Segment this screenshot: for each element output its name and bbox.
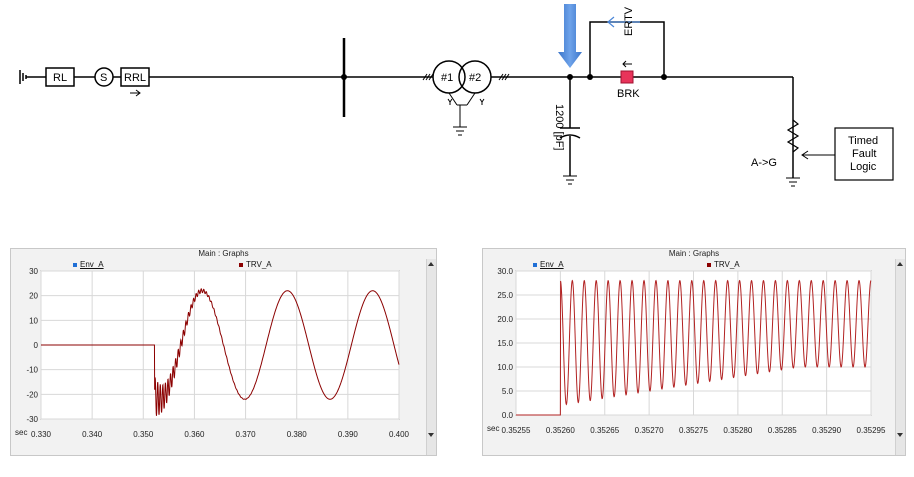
x-tick-label: 0.350	[133, 430, 154, 439]
x-tick-label: 0.330	[31, 430, 52, 439]
y-tick-label: 25.0	[497, 291, 513, 300]
winding1-label: #1	[441, 72, 453, 84]
winding2-label: #2	[469, 72, 481, 84]
fault-branch[interactable]	[786, 77, 835, 187]
x-tick-label: 0.35290	[812, 426, 841, 435]
x-tick-label: 0.35285	[768, 426, 797, 435]
breaker-arrow-icon	[622, 60, 632, 68]
fault-location-arrow-icon	[558, 4, 582, 68]
wye-marks	[447, 98, 485, 105]
x-tick-label: 0.380	[287, 430, 308, 439]
left-ground-symbol	[19, 70, 46, 84]
x-tick-label: 0.35295	[857, 426, 886, 435]
legend-swatch-trv	[707, 262, 711, 267]
x-tick-label: 0.400	[389, 430, 410, 439]
y-tick-label: -20	[26, 390, 38, 399]
ertv-label: ERTV	[623, 6, 635, 36]
scroll-down-icon[interactable]	[428, 433, 434, 437]
circuit-schematic: RL S RRL #1 #2 BRK ERTV 1200 [pF] A->G T…	[19, 4, 894, 187]
x-tick-label: 0.35275	[679, 426, 708, 435]
scroll-up-icon[interactable]	[897, 262, 903, 266]
y-tick-label: 0.0	[502, 411, 514, 420]
legend-env-label: Env_A	[540, 260, 564, 269]
legend-trv[interactable]: TRV_A	[239, 259, 272, 270]
legend-trv[interactable]: TRV_A	[707, 259, 740, 270]
graph-title: Main : Graphs	[198, 249, 249, 258]
capacitor-branch[interactable]	[559, 77, 581, 185]
graph-title: Main : Graphs	[668, 249, 720, 258]
x-tick-label: 0.35260	[546, 426, 575, 435]
x-tick-label: 0.390	[338, 430, 359, 439]
logic-line-2: Fault	[852, 148, 876, 160]
y-tick-label: 20	[29, 292, 38, 301]
graph-plot-right: 0.35255 0.35260 0.35265 0.35270 0.35275 0.352…	[487, 267, 886, 435]
x-axis-label: sec	[487, 424, 499, 433]
y-tick-label: 15.0	[497, 339, 513, 348]
x-tick-label: 0.360	[184, 430, 205, 439]
rrl-label: RRL	[124, 72, 146, 84]
series-line-trv-a	[41, 288, 400, 416]
legend-trv-label: TRV_A	[714, 260, 740, 269]
legend-env-label: Env_A	[80, 260, 104, 269]
y-tick-label: 10	[29, 316, 38, 325]
x-tick-label: 0.370	[236, 430, 257, 439]
y-tick-label: 20.0	[497, 315, 513, 324]
x-tick-label: 0.35280	[723, 426, 752, 435]
legend-trv-label: TRV_A	[246, 260, 272, 269]
three-phase-marks	[422, 73, 510, 81]
scroll-up-icon[interactable]	[428, 262, 434, 266]
graph-plot-left: 0.330 0.340 0.350 0.360 0.370 0.380 0.390 0.400…	[15, 267, 410, 439]
x-tick-label: 0.35265	[590, 426, 619, 435]
y-tick-label: 5.0	[502, 387, 514, 396]
legend-env[interactable]: Env_A	[533, 259, 564, 270]
x-axis-label: sec	[15, 428, 27, 437]
breaker-brk[interactable]	[620, 70, 634, 84]
y-tick-label: 30.0	[497, 267, 513, 276]
legend-swatch-env	[73, 262, 77, 267]
ertv-arrow-icon	[607, 16, 640, 28]
logic-line-1: Timed	[848, 135, 878, 147]
y-tick-label: -10	[26, 366, 38, 375]
legend-env[interactable]: Env_A	[73, 259, 104, 270]
fault-label: A->G	[751, 157, 777, 169]
graph-panel-left: Main : Graphs Env_A TRV_A 0.330 0.340 0.35…	[10, 248, 437, 456]
graph-scrollbar[interactable]	[426, 259, 436, 455]
node-dots	[341, 74, 667, 80]
graph-panel-right: Main : Graphs Env_A TRV_A 0.35255 0.35260…	[482, 248, 906, 456]
capacitor-label: 1200 [pF]	[553, 104, 565, 150]
graph-scrollbar[interactable]	[895, 259, 905, 455]
breaker-label: BRK	[617, 88, 640, 100]
y-tick-label: 0	[34, 341, 39, 350]
y-tick-label: 30	[29, 267, 38, 276]
x-tick-label: 0.35255	[502, 426, 531, 435]
legend-swatch-trv	[239, 262, 243, 267]
timed-fault-logic-block[interactable]	[834, 127, 894, 181]
series-line-trv-a	[516, 279, 872, 416]
scroll-down-icon[interactable]	[897, 433, 903, 437]
source-label: S	[100, 72, 107, 84]
legend-swatch-env	[533, 262, 537, 267]
x-tick-label: 0.35270	[635, 426, 664, 435]
x-tick-label: 0.340	[82, 430, 103, 439]
logic-line-3: Logic	[850, 161, 877, 173]
rl-label: RL	[53, 72, 67, 84]
y-tick-label: -30	[26, 415, 38, 424]
y-tick-label: 10.0	[497, 363, 513, 372]
